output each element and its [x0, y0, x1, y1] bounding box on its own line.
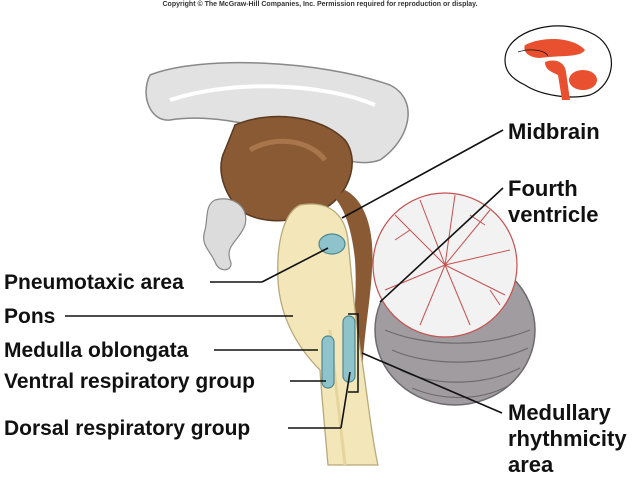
medullary-bracket [348, 313, 359, 393]
ventral-respiratory-group-shape [321, 335, 335, 389]
diencephalon [220, 115, 353, 222]
label-fourth-ventricle-line2: ventricle [508, 202, 599, 227]
brainstem [277, 203, 379, 466]
label-pneumotaxic-area: Pneumotaxic area [4, 271, 184, 294]
dorsal-respiratory-group-shape [342, 315, 356, 383]
fourth-ventricle-band [335, 190, 373, 410]
inset-brain-thumbnail [504, 25, 612, 100]
hypothalamus [203, 198, 247, 271]
label-fourth-ventricle-line1: Fourth [508, 176, 578, 201]
label-medullary-line2: rhythmicity [508, 426, 627, 451]
copyright-notice: Copyright © The McGraw-Hill Companies, I… [162, 1, 478, 8]
label-midbrain: Midbrain [508, 119, 600, 144]
label-medulla-oblongata: Medulla oblongata [4, 339, 189, 362]
label-pons: Pons [4, 305, 56, 328]
label-dorsal-respiratory-group: Dorsal respiratory group [4, 417, 251, 440]
leader-lines [65, 129, 504, 429]
label-ventral-respiratory-group: Ventral respiratory group [4, 370, 255, 393]
label-medullary-line3: area [508, 452, 554, 477]
label-medullary-line1: Medullary [508, 400, 611, 425]
